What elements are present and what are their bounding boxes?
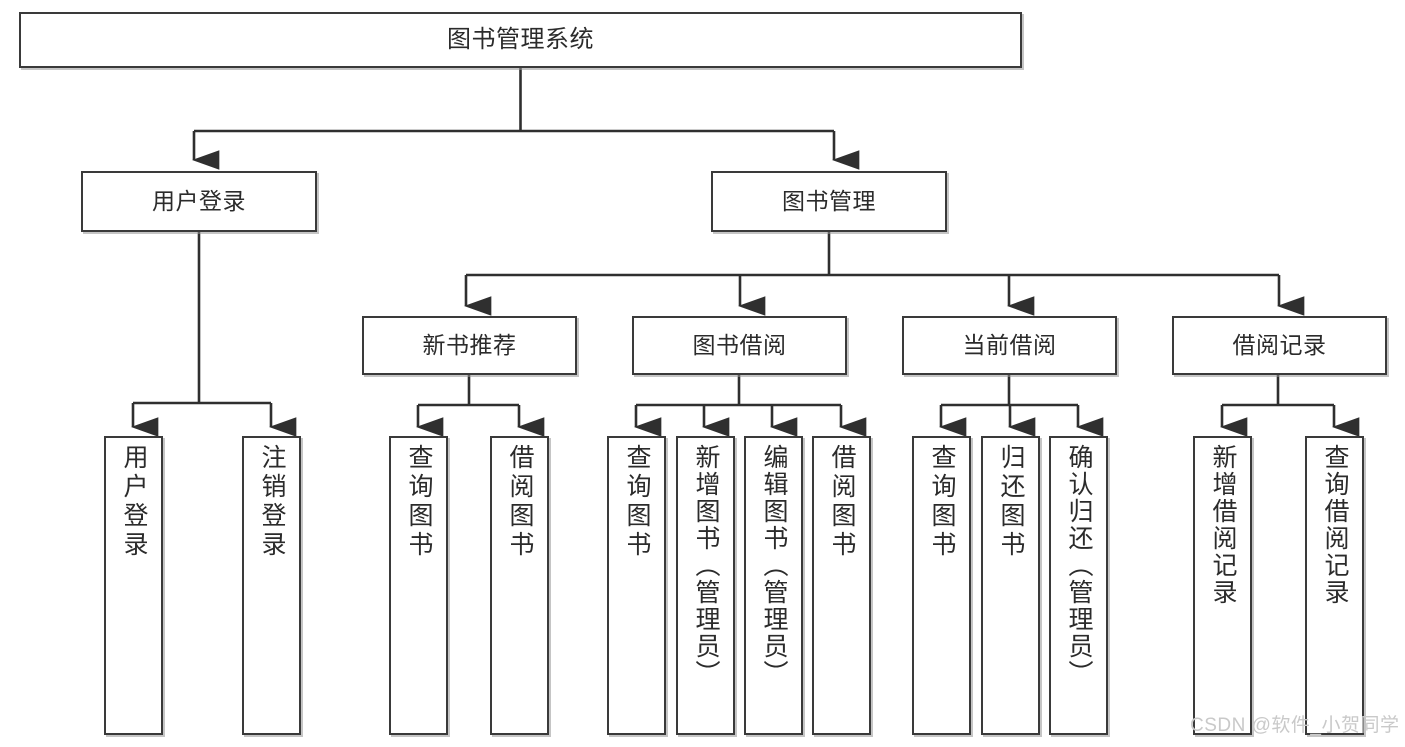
- node-leaf-user-login-label: 用户登录: [120, 444, 148, 560]
- node-leaf-add-book-label: 新增图书（管理员）: [692, 444, 720, 687]
- node-leaf-logout-label: 注销登录: [258, 444, 286, 560]
- node-leaf-edit-book-label: 编辑图书（管理员）: [760, 444, 788, 687]
- node-leaf-user-login[interactable]: 用户登录: [104, 436, 163, 735]
- node-root[interactable]: 图书管理系统: [19, 12, 1022, 68]
- node-leaf-add-record[interactable]: 新增借阅记录: [1193, 436, 1252, 735]
- watermark: CSDN @软件_小贺同学: [1190, 715, 1400, 736]
- node-leaf-query-book-3[interactable]: 查询图书: [912, 436, 971, 735]
- node-leaf-query-book-1[interactable]: 查询图书: [389, 436, 448, 735]
- node-borrow-record[interactable]: 借阅记录: [1172, 316, 1387, 375]
- node-leaf-query-book-2-label: 查询图书: [623, 444, 651, 560]
- node-new-book-rec-label: 新书推荐: [422, 331, 517, 358]
- node-leaf-borrow-book-2-label: 借阅图书: [828, 444, 856, 560]
- node-book-manage-label: 图书管理: [782, 187, 876, 214]
- node-current-borrow-label: 当前借阅: [962, 331, 1057, 358]
- node-new-book-rec[interactable]: 新书推荐: [362, 316, 577, 375]
- node-book-borrow-label: 图书借阅: [692, 331, 787, 358]
- node-root-label: 图书管理系统: [447, 25, 594, 53]
- node-leaf-logout[interactable]: 注销登录: [242, 436, 301, 735]
- node-leaf-query-record[interactable]: 查询借阅记录: [1305, 436, 1364, 735]
- node-book-borrow[interactable]: 图书借阅: [632, 316, 847, 375]
- node-leaf-edit-book[interactable]: 编辑图书（管理员）: [744, 436, 803, 735]
- node-leaf-borrow-book-1-label: 借阅图书: [506, 444, 534, 560]
- node-book-manage[interactable]: 图书管理: [711, 171, 947, 232]
- node-borrow-record-label: 借阅记录: [1232, 331, 1327, 358]
- node-leaf-query-record-label: 查询借阅记录: [1321, 444, 1349, 606]
- node-leaf-query-book-3-label: 查询图书: [928, 444, 956, 560]
- node-leaf-borrow-book-2[interactable]: 借阅图书: [812, 436, 871, 735]
- node-leaf-confirm-return[interactable]: 确认归还（管理员）: [1049, 436, 1108, 735]
- node-user-login[interactable]: 用户登录: [81, 171, 317, 232]
- node-leaf-return-book[interactable]: 归还图书: [981, 436, 1040, 735]
- node-leaf-borrow-book-1[interactable]: 借阅图书: [490, 436, 549, 735]
- node-current-borrow[interactable]: 当前借阅: [902, 316, 1117, 375]
- node-leaf-query-book-2[interactable]: 查询图书: [607, 436, 666, 735]
- node-leaf-confirm-return-label: 确认归还（管理员）: [1065, 444, 1093, 687]
- node-user-login-label: 用户登录: [152, 187, 246, 214]
- node-leaf-query-book-1-label: 查询图书: [405, 444, 433, 560]
- node-leaf-return-book-label: 归还图书: [997, 444, 1025, 560]
- node-leaf-add-book[interactable]: 新增图书（管理员）: [676, 436, 735, 735]
- node-leaf-add-record-label: 新增借阅记录: [1209, 444, 1237, 606]
